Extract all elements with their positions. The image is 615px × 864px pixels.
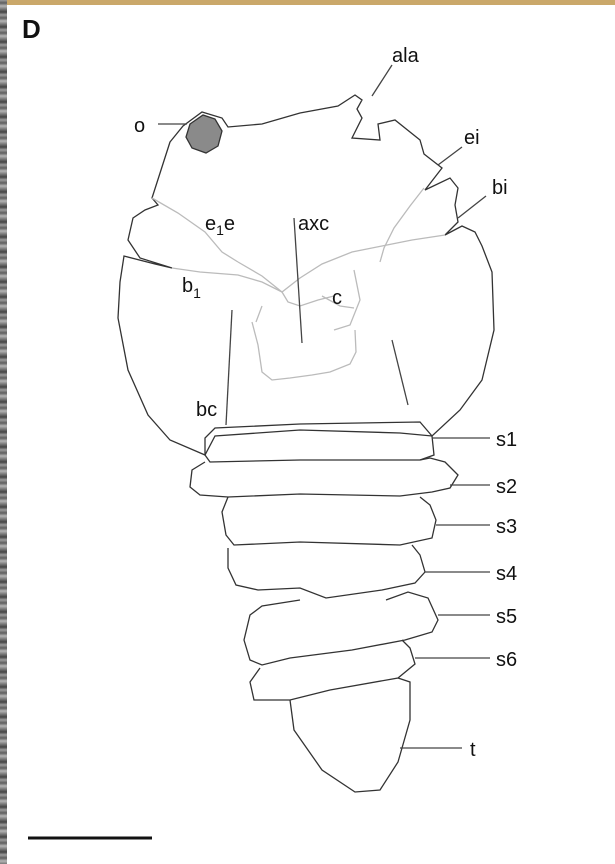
label-s4: s4 (496, 563, 517, 585)
label-s6: s6 (496, 649, 517, 671)
label-axc: axc (298, 213, 329, 235)
abdomen-outlines (190, 422, 458, 792)
label-b1-sub: 1 (193, 285, 201, 301)
label-e1e-main: e (205, 213, 216, 235)
label-bi: bi (492, 177, 508, 199)
somite-s5 (244, 592, 438, 665)
somite-s1 (205, 422, 434, 462)
label-b1-main: b (182, 275, 193, 297)
label-o: o (134, 115, 145, 137)
label-e1e-sub: 1 (216, 222, 224, 238)
label-ei: ei (464, 127, 480, 149)
eye-shape (186, 115, 222, 153)
label-e1e: e1e (205, 213, 235, 238)
label-ala: ala (392, 45, 420, 67)
label-s2: s2 (496, 476, 517, 498)
label-c: c (332, 287, 342, 309)
label-s5: s5 (496, 606, 517, 628)
somite-s6 (250, 640, 415, 700)
label-e1e-tail: e (224, 213, 235, 235)
label-s1: s1 (496, 429, 517, 451)
label-s3: s3 (496, 516, 517, 538)
carapace-outline (118, 95, 494, 455)
somite-s2 (190, 458, 458, 497)
label-t: t (470, 739, 476, 761)
label-b1: b1 (182, 275, 201, 301)
label-bc: bc (196, 399, 217, 421)
somite-s3 (222, 497, 436, 545)
somite-s4 (228, 545, 425, 598)
